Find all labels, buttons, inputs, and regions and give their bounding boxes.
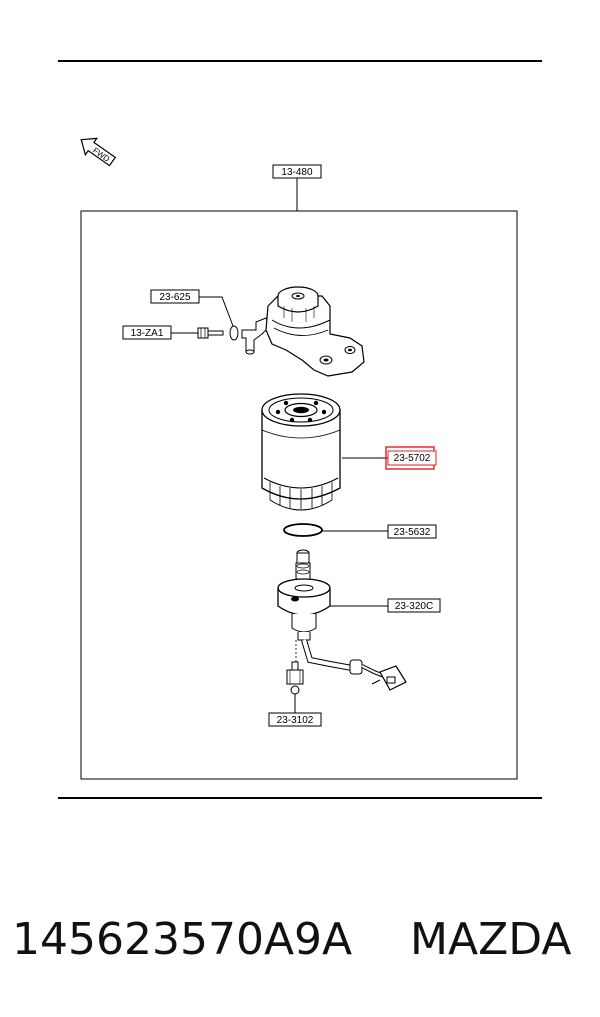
assembly-frame	[80, 210, 518, 780]
part-label-drain-sensor: 23-3102	[277, 715, 314, 726]
part-label-pump-body: 23-320C	[395, 601, 433, 612]
bolt-icon	[197, 327, 224, 339]
callout-drain-sensor[interactable]: 23-3102	[268, 712, 322, 727]
connector-icon	[371, 665, 407, 691]
wire-harness-icon	[301, 639, 385, 678]
part-number: 145623570A9A	[12, 914, 353, 965]
callout-o-ring[interactable]: 23-5632	[387, 524, 437, 539]
part-label-o-ring: 23-5632	[394, 527, 431, 538]
fwd-arrow-icon: FWD	[80, 137, 117, 167]
brand-name: MAZDA	[410, 914, 572, 965]
drain-sensor-icon	[286, 661, 304, 695]
part-label-bolt: 13-ZA1	[131, 328, 164, 339]
callout-bolt[interactable]: 13-ZA1	[122, 325, 172, 340]
footer-caption: 145623570A9A MAZDA	[0, 905, 600, 975]
part-label-assembly: 13-480	[281, 167, 313, 178]
filter-head-icon	[241, 286, 365, 377]
pump-body-icon	[277, 549, 331, 641]
callout-bolt-washer[interactable]: 23-625	[150, 289, 200, 304]
callout-filter[interactable]: 23-5702	[385, 446, 437, 470]
washer-icon	[229, 325, 239, 341]
part-label-bolt-washer: 23-625	[159, 292, 191, 303]
part-label-filter: 23-5702	[394, 453, 431, 464]
callout-assembly[interactable]: 13-480	[272, 164, 322, 179]
fuel-filter-icon	[261, 393, 341, 511]
o-ring-icon	[283, 523, 323, 537]
callout-pump-body[interactable]: 23-320C	[387, 598, 441, 613]
